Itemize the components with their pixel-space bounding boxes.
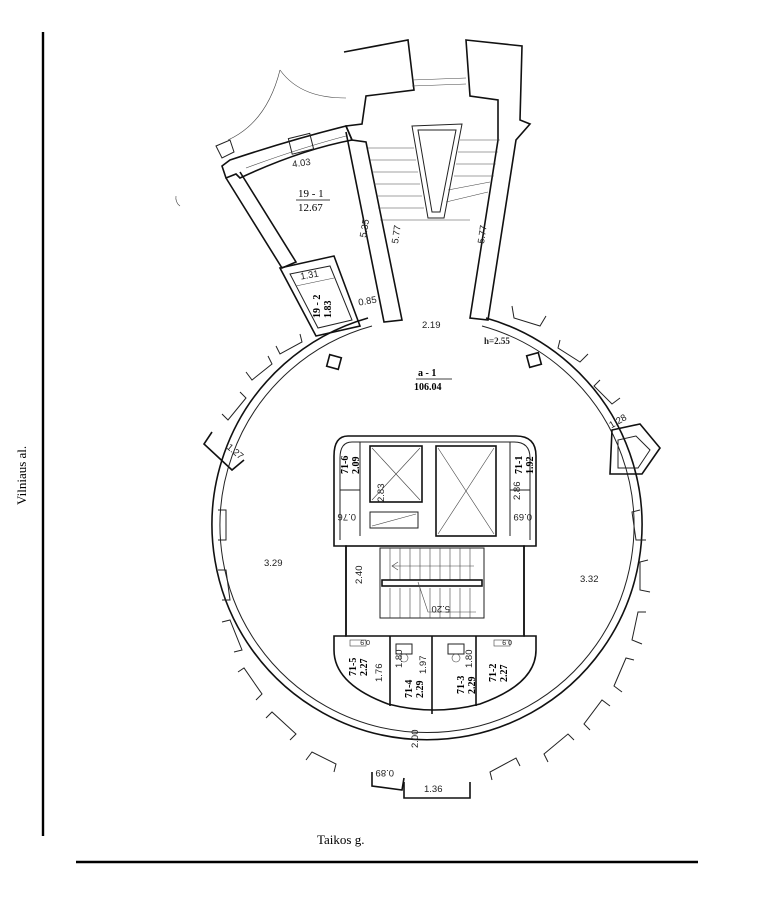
stair-flights [379, 547, 485, 619]
dim-5-20: 5.20 [432, 603, 451, 614]
room-19-2-id: 19 - 2 [312, 295, 323, 318]
room-19-1 [221, 125, 354, 270]
hall-a1-area: 106.04 [414, 382, 442, 393]
north-wing [175, 39, 532, 323]
dim-5-77-right: 5.77 [476, 225, 489, 245]
room-71-1-id: 71-1 [514, 456, 525, 474]
core-outline [333, 435, 537, 711]
dim-1-76: 1.76 [374, 664, 385, 683]
room-71-1-area: 1.92 [525, 457, 536, 475]
dim-0-9-left: 0.9 [360, 638, 370, 645]
toilet-71-3 [447, 643, 465, 655]
hall-window-niches [218, 305, 651, 781]
elevator-shaft-large [435, 445, 497, 537]
dim-1-80-right: 1.80 [464, 650, 475, 669]
room-19-1-wall-left [225, 171, 298, 270]
dim-h-2-55: h=2.55 [484, 336, 510, 346]
room-19-1-area: 12.67 [298, 202, 323, 214]
column-right [525, 351, 543, 369]
dim-2-83: 2.83 [376, 484, 387, 503]
bottom-bay-right [403, 782, 471, 799]
left-bay [202, 431, 245, 472]
stair-handrail [381, 579, 483, 587]
dim-1-80-left: 1.80 [394, 650, 405, 669]
room-71-5-id: 71-5 [348, 658, 359, 676]
dim-4-03: 4.03 [292, 157, 312, 170]
dim-0-69: 0.69 [514, 511, 533, 522]
room-19-1-id: 19 - 1 [298, 188, 324, 200]
dim-2-00: 2.00 [410, 730, 421, 749]
hall-outer-wall [211, 317, 643, 741]
dim-2-86: 2.86 [512, 482, 523, 501]
tower-stair-treads [368, 139, 500, 221]
door-swing-arc [279, 69, 347, 99]
room-19-2 [278, 255, 362, 337]
hall-a1-id: a - 1 [418, 368, 436, 379]
room-71-6-id: 71-6 [340, 456, 351, 474]
bottom-bay-left [371, 772, 405, 791]
dim-2-40: 2.40 [354, 566, 365, 585]
dim-3-32: 3.32 [580, 574, 599, 585]
round-hall [202, 305, 662, 799]
stair-hall [345, 545, 525, 637]
room-71-4-id: 71-4 [404, 680, 415, 698]
room-19-1-wall-top [221, 125, 354, 180]
room-71-2-id: 71-2 [488, 664, 499, 682]
dim-1-31: 1.31 [299, 269, 319, 283]
left-tower-wall [343, 39, 415, 323]
room-71-2-area: 2.27 [499, 665, 510, 683]
dim-0-76: 0.76 [338, 511, 357, 522]
dim-2-19: 2.19 [422, 320, 441, 331]
tower-stair-well [411, 123, 463, 219]
dim-0-9-right: 0.9 [502, 638, 512, 645]
room-71-3-area: 2.29 [467, 677, 478, 695]
street-label-bottom: Taikos g. [317, 832, 364, 847]
right-bay [609, 423, 662, 475]
room-71-6-area: 2.09 [351, 457, 362, 475]
hall-inner-wall [219, 325, 635, 734]
dim-5-77-left: 5.77 [390, 225, 403, 245]
room-19-1-niche [287, 132, 315, 155]
column-left [325, 353, 343, 371]
dim-0-89: 0.89 [376, 767, 395, 778]
dim-5-35: 5.35 [358, 218, 372, 238]
dim-1-36: 1.36 [424, 784, 443, 795]
dim-0-85: 0.85 [357, 295, 377, 309]
right-tower-wall [465, 39, 532, 321]
dim-3-29: 3.29 [264, 558, 283, 569]
street-label-left: Vilniaus al. [14, 446, 29, 505]
room-71-3-id: 71-3 [456, 676, 467, 694]
room-71-5-area: 2.27 [359, 659, 370, 677]
room-71-4-area: 2.29 [415, 681, 426, 699]
stair-arrow [391, 561, 474, 571]
dim-1-97: 1.97 [418, 656, 429, 675]
room-19-2-area: 1.83 [323, 301, 334, 319]
stair-treads [389, 548, 471, 618]
elevator-shaft-small [369, 445, 423, 503]
room-19-2-wall [278, 255, 362, 337]
duct [369, 511, 419, 529]
central-core [333, 435, 537, 714]
